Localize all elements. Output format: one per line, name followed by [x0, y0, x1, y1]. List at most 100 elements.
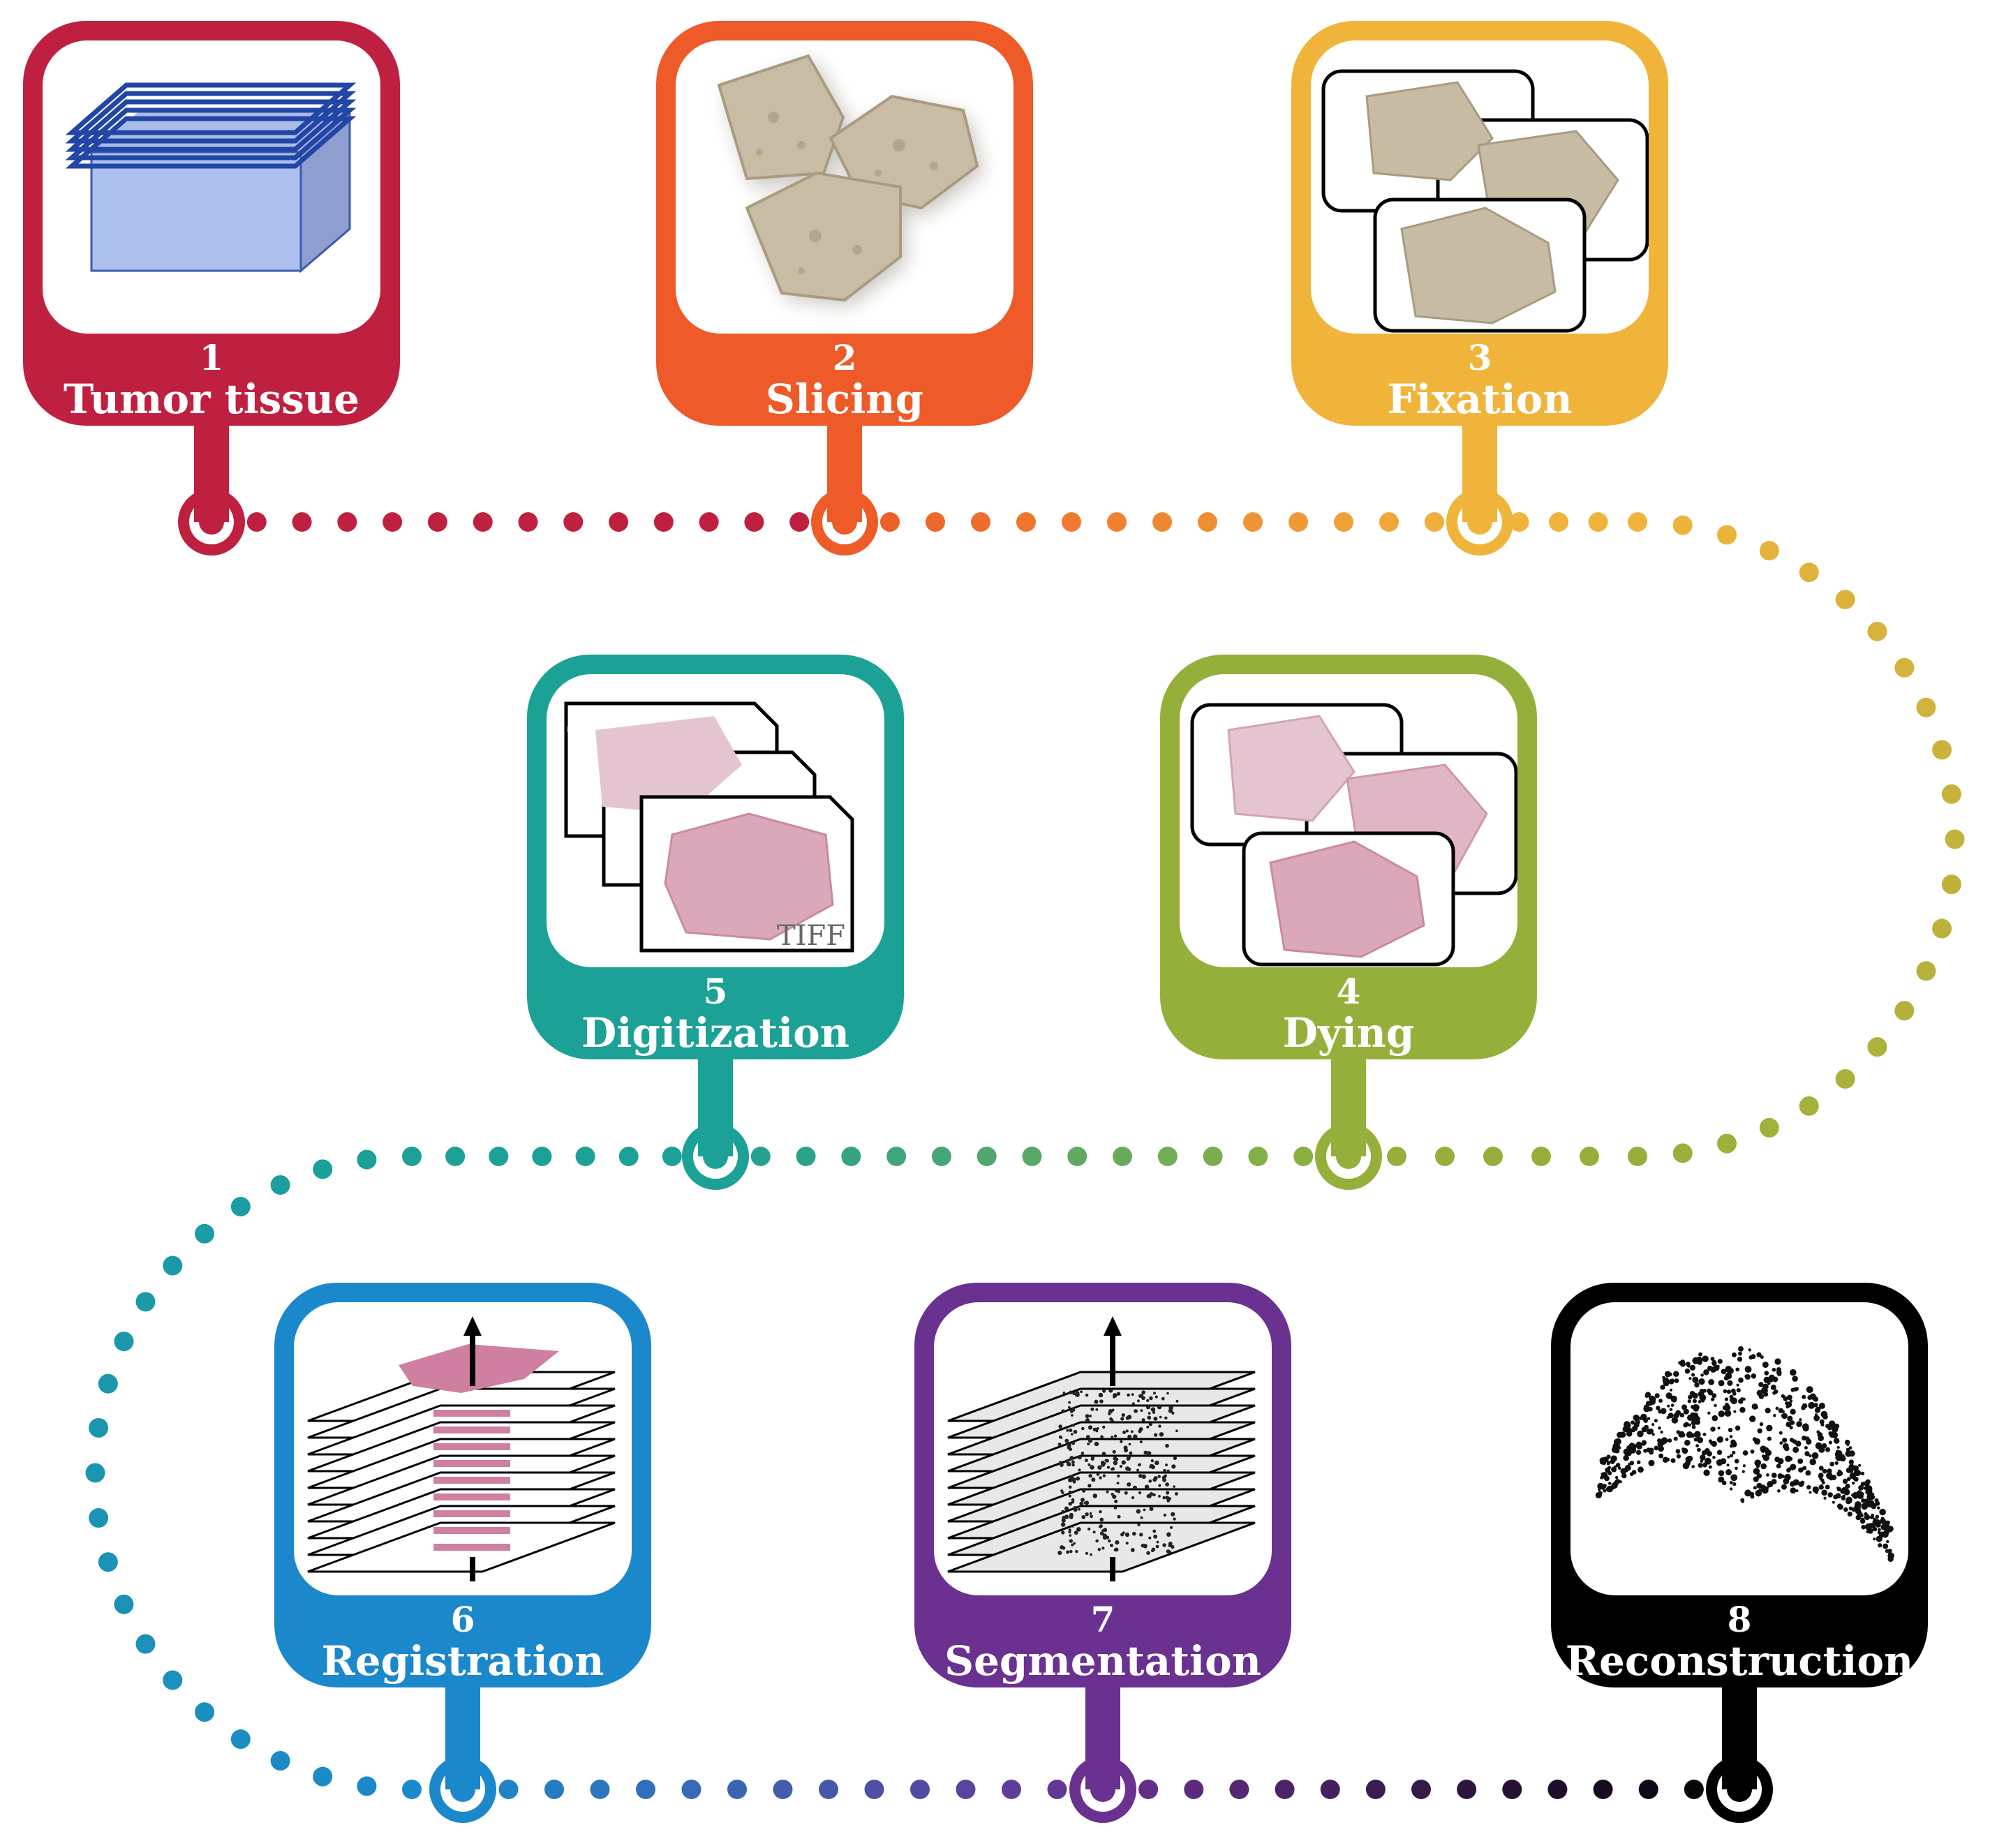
path-dot [575, 1147, 595, 1166]
step-connector [1722, 1674, 1757, 1789]
path-dot [1894, 1001, 1915, 1021]
slice-layer [947, 1521, 1256, 1573]
step-number: 3 [1467, 337, 1492, 378]
path-dot [1016, 512, 1036, 532]
path-dot [1916, 697, 1936, 717]
path-dot [618, 1147, 639, 1166]
path-dot [1932, 918, 1952, 939]
segmented-stack-icon [934, 1302, 1272, 1595]
path-dot [473, 512, 493, 532]
path-dot [1867, 1037, 1887, 1057]
path-dot [230, 1196, 251, 1216]
path-dot [1275, 1780, 1295, 1799]
path-dot [1457, 1780, 1477, 1799]
path-dot [498, 1780, 519, 1799]
path-dot [1628, 1147, 1647, 1166]
path-dot [445, 1147, 466, 1166]
path-dot [383, 512, 403, 532]
step-card-tumor-tissue: 1 Tumor tissue [23, 21, 400, 426]
path-dot [98, 1373, 118, 1394]
path-dot [1509, 512, 1529, 532]
tissue-slices-icon [676, 40, 1013, 334]
path-dot [1531, 1147, 1551, 1166]
path-dot [1248, 1147, 1268, 1166]
path-dot [1941, 874, 1961, 895]
path-dot [1759, 541, 1779, 561]
path-dot [1067, 1147, 1087, 1166]
path-dot [1759, 1117, 1779, 1138]
step-card-slicing: 2 Slicing [656, 21, 1033, 426]
path-dot [270, 1175, 290, 1195]
step-connector [1462, 412, 1497, 522]
path-dot [163, 1670, 183, 1690]
path-dot [1293, 1147, 1314, 1166]
path-dot [337, 512, 357, 532]
path-dot [1062, 512, 1081, 532]
step-number: 2 [832, 337, 857, 378]
path-dot [163, 1255, 183, 1276]
path-dot [1425, 512, 1444, 532]
path-dot [727, 1780, 747, 1799]
path-dot [1113, 1147, 1133, 1166]
path-dot [1138, 1780, 1159, 1799]
path-dot [518, 512, 538, 532]
path-dot [977, 1147, 997, 1166]
path-dot [681, 1780, 701, 1799]
path-dot [1549, 512, 1568, 532]
path-dot [1941, 784, 1961, 804]
path-dot [1799, 562, 1819, 583]
path-dot [1867, 621, 1887, 641]
step-card-dying: 4 Dying [1160, 655, 1537, 1059]
path-dot [864, 1780, 884, 1799]
step-connector [827, 412, 862, 522]
path-dot [270, 1751, 290, 1771]
path-dot [489, 1147, 509, 1166]
path-dot [313, 1159, 333, 1179]
path-dot [796, 1147, 816, 1166]
path-dot [313, 1766, 333, 1787]
path-dot [544, 1780, 564, 1799]
path-dot [114, 1332, 134, 1352]
path-dot [532, 1147, 552, 1166]
path-dot [195, 1223, 215, 1244]
path-dot [357, 1149, 377, 1170]
path-dot [1387, 1147, 1406, 1166]
path-dot [135, 1634, 156, 1654]
path-dot [699, 512, 719, 532]
path-dot [1411, 1780, 1431, 1799]
path-dot [1547, 1780, 1568, 1799]
step-label: Dying [1282, 1009, 1415, 1057]
step-label: Registration [321, 1637, 604, 1685]
path-dot [1243, 512, 1263, 532]
step-connector [445, 1674, 480, 1789]
path-dot [662, 1147, 682, 1166]
path-dot [1717, 1133, 1737, 1154]
step-card-fixation: 3 Fixation [1291, 21, 1668, 426]
path-dot [1022, 1147, 1042, 1166]
step-number: 5 [703, 971, 728, 1012]
path-dot [1588, 512, 1608, 532]
step-card-registration: 6 Registration [274, 1283, 651, 1687]
path-dot [910, 1780, 930, 1799]
path-dot [1580, 1147, 1599, 1166]
registered-stack-icon [294, 1302, 632, 1595]
step-label: Tumor tissue [63, 375, 359, 423]
path-dot [1483, 1147, 1503, 1166]
path-dot [1107, 512, 1127, 532]
path-dot [1002, 1780, 1021, 1799]
path-dot [98, 1552, 118, 1572]
path-dot [789, 512, 810, 532]
path-dot [750, 1147, 771, 1166]
path-dot [880, 512, 900, 532]
step-number: 8 [1727, 1599, 1752, 1640]
path-dot [402, 1780, 422, 1799]
file-format-tag: TIFF [777, 920, 845, 952]
path-dot [1229, 1780, 1249, 1799]
path-dot [292, 512, 312, 532]
path-dot [636, 1780, 655, 1799]
step-number: 6 [450, 1599, 475, 1640]
path-dot [85, 1463, 105, 1483]
path-dot [1320, 1780, 1340, 1799]
step-label: Digitization [581, 1009, 849, 1057]
path-dot [563, 512, 584, 532]
